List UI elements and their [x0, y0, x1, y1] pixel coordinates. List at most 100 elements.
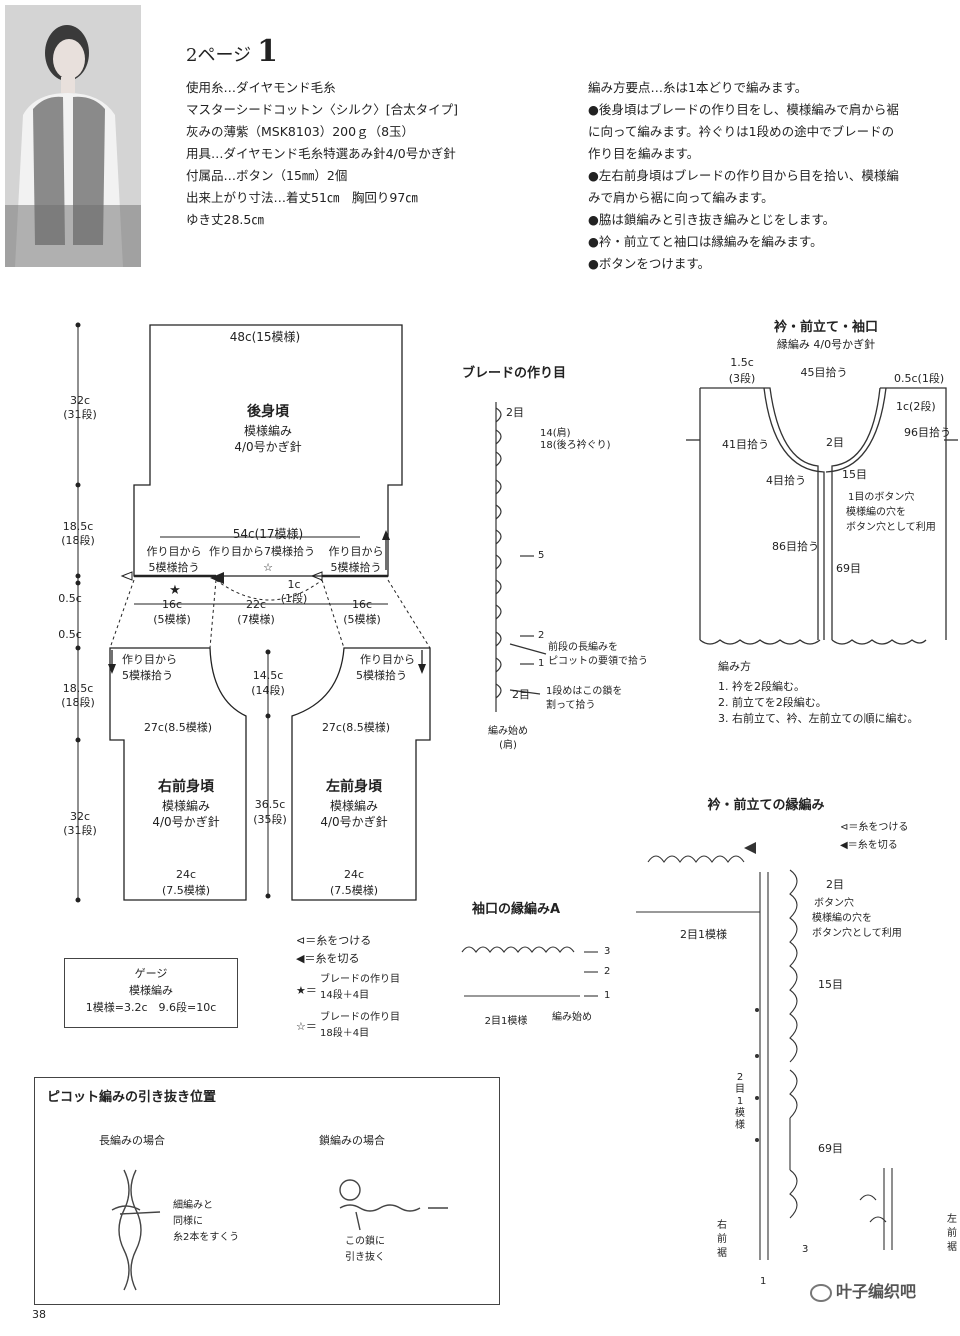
note-line: 編み方要点…糸は1本どりで編みます。 [588, 80, 808, 95]
edge-vert-2: 目 [735, 1084, 745, 1095]
sleeve-row-2: 2 [604, 966, 611, 977]
picot-box: ピコット編みの引き抜き位置 長編みの場合 鎖編みの場合 細編みと 同様に 糸2本… [34, 1077, 500, 1305]
gauge-values: 1模様=3.2c 9.6段=10c [85, 1001, 217, 1014]
picot-title: ピコット編みの引き抜き位置 [47, 1090, 217, 1105]
edge-btn3: ボタン穴として利用 [812, 928, 902, 939]
sleeve-start: 編み始め [552, 1012, 592, 1023]
w24-right-sub: (7.5模様) [329, 884, 379, 897]
braid-note-b2: 割って拾う [546, 700, 596, 711]
front-365: 36.5c [254, 798, 286, 811]
collar-p41: 41目拾う [722, 438, 769, 451]
spec-line: 出来上がり寸法…着丈51㎝ 胸回り97㎝ [186, 190, 418, 205]
front-35-rows: (35段) [253, 813, 287, 826]
dim-32c: 32c [69, 394, 91, 407]
picot-note-1c: 糸2本をすくう [173, 1232, 240, 1243]
edge-row-3: 3 [802, 1244, 809, 1255]
edge-lf-3: 裾 [947, 1242, 957, 1253]
front-pick-r-2: 5模様拾う [356, 669, 407, 682]
collar-title: 衿・前立て・袖口 [773, 320, 879, 335]
braid-note-a1: 前段の長編みを [548, 642, 618, 653]
note-line: 作り目を編みます。 [588, 146, 700, 161]
edge-rf-2: 前 [717, 1234, 727, 1245]
spec-line: 付属品…ボタン（15㎜）2個 [186, 168, 348, 183]
w16-right: 16c [351, 598, 373, 611]
braid-note-b1: 1段めはこの鎖を [546, 686, 623, 697]
edge-m1: 2目1模様 [680, 928, 727, 941]
page-number: 38 [32, 1308, 46, 1321]
shoulder-1c: 1c [287, 578, 301, 591]
edge-vert-4: 模 [735, 1108, 745, 1119]
braid-n18: 18(後ろ衿ぐり) [540, 440, 611, 451]
picot-note-1a: 細編みと [173, 1200, 213, 1211]
edge-row-1: 1 [760, 1276, 767, 1287]
collar-p2: 2目 [826, 436, 844, 449]
w24-left-sub: (7.5模様) [161, 884, 211, 897]
method-1: 1. 衿を2段編む。 [718, 680, 805, 693]
pick-right-2: 5模様拾う [330, 561, 382, 574]
edge-69: 69目 [818, 1142, 843, 1155]
w16-right-sub: (5模様) [343, 613, 381, 626]
dim-18-rows-b: (18段) [61, 696, 95, 709]
legend-star: ★＝ [296, 984, 317, 997]
note-line: に向って編みます。衿ぐりは1段めの途中でブレードの [588, 124, 895, 139]
collar-btn3: ボタン穴として利用 [846, 522, 936, 533]
pattern-number: 1 [257, 34, 278, 69]
edge-vert-3: 1 [736, 1096, 744, 1107]
collar-l3: (3段) [728, 372, 756, 385]
braid-note-a2: ピコットの要領で拾う [548, 656, 648, 667]
note-line: ●脇は鎖編みと引き抜き編みとじをします。 [588, 212, 836, 227]
star-marker: ★ [169, 583, 181, 598]
watermark: 叶子编织吧 [810, 1282, 916, 1302]
legend-attach: ⊲＝糸をつける [296, 934, 372, 947]
braid-top-2me: 2目 [506, 406, 524, 419]
picot-note-1b: 同様に [173, 1216, 203, 1227]
left-front-stitch: 模様編み [329, 799, 379, 813]
right-front-stitch: 模様編み [161, 799, 211, 813]
method-title: 編み方 [718, 660, 751, 673]
collar-p69: 69目 [836, 562, 861, 575]
edge-15: 15目 [818, 978, 843, 991]
dim-05c-a: 0.5c [58, 592, 82, 605]
pick-left-1: 作り目から [146, 545, 202, 558]
legend-star-a: ブレードの作り目 [320, 974, 400, 985]
pick-left-2: 5模様拾う [148, 561, 200, 574]
legend-cut: ◀＝糸を切る [296, 952, 360, 965]
edge-btn2: 模様編の穴を [812, 913, 872, 924]
note-line: ●ボタンをつけます。 [588, 256, 711, 271]
w22: 22c [245, 598, 267, 611]
left-front-title: 左前身頃 [326, 779, 382, 795]
braid-n1: 1 [538, 658, 545, 669]
left-front-hook: 4/0号かぎ針 [320, 815, 388, 829]
edge-vert-1: 2 [736, 1072, 744, 1083]
edge-rf-1: 右 [717, 1220, 727, 1231]
collar-p86: 86目拾う [772, 540, 819, 553]
right-front-hook: 4/0号かぎ針 [152, 815, 220, 829]
braid-start: 編み始め [488, 726, 528, 737]
picot-note-2b: 引き抜く [345, 1252, 385, 1263]
back-stitch: 模様編み [243, 424, 293, 438]
spec-line: マスターシードコットン〈シルク〉[合太タイプ] [186, 102, 459, 117]
method-3: 3. 右前立て、衿、左前立ての順に編む。 [718, 712, 919, 725]
collar-r1c: 1c(2段) [896, 400, 936, 413]
sleeve-m1: 2目1模様 [484, 1016, 528, 1027]
w16-left: 16c [161, 598, 183, 611]
wechat-icon [810, 1283, 832, 1302]
spec-line: ゆき丈28.5㎝ [186, 212, 264, 227]
braid-bot-2me: 2目 [512, 688, 530, 701]
edge-vert-5: 様 [735, 1120, 745, 1131]
legend-wstar-b: 18段＋4目 [320, 1028, 370, 1039]
dim-31-rows: (31段) [63, 408, 97, 421]
pick-mid-star: ☆ [263, 561, 273, 574]
sleeve-title: 袖口の縁編みA [472, 902, 561, 917]
picot-case-2: 鎖編みの場合 [319, 1134, 385, 1147]
note-line: ●衿・前立てと袖口は縁編みを編みます。 [588, 234, 823, 249]
w24-right: 24c [343, 868, 365, 881]
dim-18-rows: (18段) [61, 534, 95, 547]
back-hook: 4/0号かぎ針 [234, 440, 302, 454]
edge-attach: ⊲＝糸をつける [840, 822, 909, 833]
neck-14-rows: (14段) [251, 684, 285, 697]
legend-wstar-a: ブレードの作り目 [320, 1012, 400, 1023]
collar-p96: 96目拾う [904, 426, 951, 439]
edge-rf-3: 裾 [717, 1248, 727, 1259]
front-pick-r-1: 作り目から [360, 653, 415, 666]
